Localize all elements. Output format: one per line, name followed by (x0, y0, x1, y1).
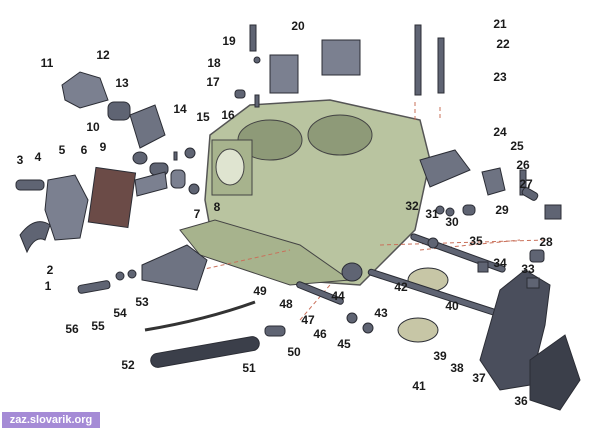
label-6: 6 (80, 143, 88, 157)
label-45: 45 (337, 337, 351, 351)
label-23: 23 (493, 70, 507, 84)
label-52: 52 (121, 358, 135, 372)
label-53: 53 (135, 295, 149, 309)
label-38: 38 (450, 361, 464, 375)
label-17: 17 (206, 75, 220, 89)
label-55: 55 (91, 319, 105, 333)
label-31: 31 (425, 207, 439, 221)
label-44: 44 (331, 289, 345, 303)
label-18: 18 (207, 56, 221, 70)
label-27: 27 (519, 177, 533, 191)
label-50: 50 (287, 345, 301, 359)
label-39: 39 (433, 349, 447, 363)
label-15: 15 (196, 110, 210, 124)
label-11: 11 (40, 56, 54, 70)
label-24: 24 (493, 125, 507, 139)
label-32: 32 (405, 199, 419, 213)
label-12: 12 (96, 48, 110, 62)
label-20: 20 (291, 19, 305, 33)
label-30: 30 (445, 215, 459, 229)
label-36: 36 (514, 394, 528, 408)
label-26: 26 (516, 158, 530, 172)
label-21: 21 (493, 17, 507, 31)
label-56: 56 (65, 322, 79, 336)
parts (15, 24, 581, 411)
label-19: 19 (222, 34, 236, 48)
label-7: 7 (193, 207, 201, 221)
label-22: 22 (496, 37, 510, 51)
label-8: 8 (213, 200, 221, 214)
label-13: 13 (115, 76, 129, 90)
label-29: 29 (495, 203, 509, 217)
label-28: 28 (539, 235, 553, 249)
label-35: 35 (469, 234, 483, 248)
label-48: 48 (279, 297, 293, 311)
label-49: 49 (253, 284, 267, 298)
label-1: 1 (44, 279, 52, 293)
carburetor-body (179, 99, 431, 286)
label-16: 16 (221, 108, 235, 122)
label-51: 51 (242, 361, 256, 375)
label-34: 34 (493, 256, 507, 270)
label-43: 43 (374, 306, 388, 320)
label-41: 41 (412, 379, 426, 393)
label-14: 14 (173, 102, 187, 116)
label-42: 42 (394, 280, 408, 294)
label-10: 10 (86, 120, 100, 134)
label-9: 9 (99, 140, 107, 154)
label-25: 25 (510, 139, 524, 153)
label-40: 40 (445, 299, 459, 313)
label-33: 33 (521, 262, 535, 276)
label-46: 46 (313, 327, 327, 341)
label-54: 54 (113, 306, 127, 320)
label-3: 3 (16, 153, 24, 167)
label-2: 2 (46, 263, 54, 277)
label-4: 4 (34, 150, 42, 164)
watermark: zaz.slovarik.org (2, 412, 100, 428)
label-47: 47 (301, 313, 315, 327)
label-37: 37 (472, 371, 486, 385)
label-5: 5 (58, 143, 66, 157)
